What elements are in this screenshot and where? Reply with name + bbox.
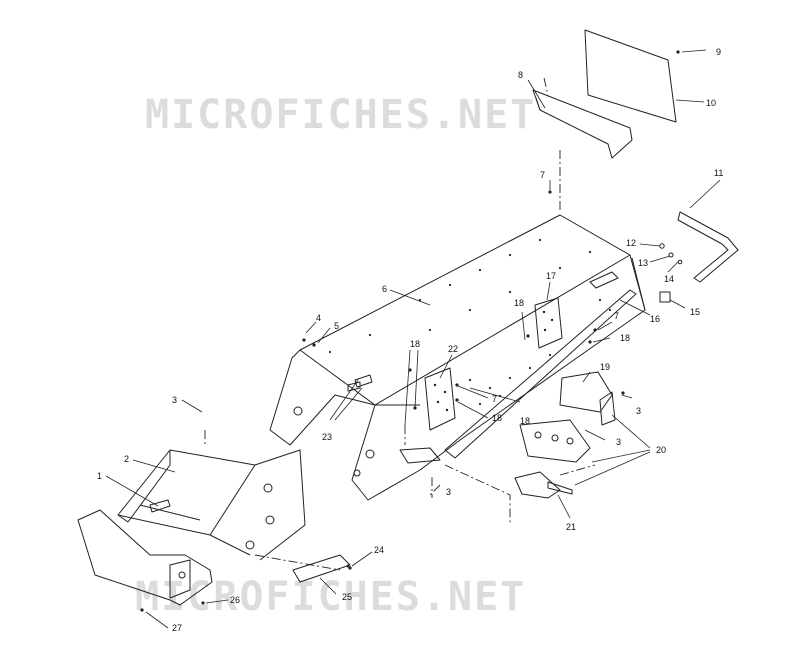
part-tunnel (269, 214, 646, 501)
callout-22: 22 (448, 344, 458, 354)
callout-10: 10 (706, 98, 716, 108)
part-housing-20 (519, 419, 591, 463)
callout-23: 23 (322, 432, 332, 442)
callout-5: 5 (334, 321, 339, 331)
callout-18-right: 18 (620, 333, 630, 343)
part-flap (584, 29, 680, 123)
callout-18-left: 18 (410, 339, 420, 349)
callout-8: 8 (518, 70, 523, 80)
part-clamp-21 (514, 471, 573, 499)
callout-24: 24 (374, 545, 384, 555)
callout-25: 25 (342, 592, 352, 602)
callout-15: 15 (690, 307, 700, 317)
part-bumper (677, 211, 739, 283)
part-front-frame (117, 449, 306, 561)
callout-2: 2 (124, 454, 129, 464)
callout-7-mid: 7 (492, 394, 497, 404)
part-ski-mount (77, 509, 213, 606)
callout-18-mid: 18 (492, 413, 502, 423)
callout-1: 1 (97, 471, 102, 481)
callout-4: 4 (316, 313, 321, 323)
callout-6: 6 (382, 284, 387, 294)
watermark-top: MICROFICHES.NET (145, 92, 536, 138)
callout-3-lower: 3 (446, 487, 451, 497)
callout-26: 26 (230, 595, 240, 605)
part-bushing (659, 291, 671, 303)
assembly-line-front (254, 554, 341, 571)
callout-18-lower: 18 (520, 416, 530, 426)
callout-12: 12 (626, 238, 636, 248)
callout-7-top: 7 (540, 170, 545, 180)
callout-19: 19 (600, 362, 610, 372)
part-front-bracket (149, 499, 171, 513)
part-housing-19 (559, 371, 616, 426)
callout-18-upper: 18 (514, 298, 524, 308)
callout-7-right: 7 (614, 311, 619, 321)
part-plate-22 (424, 367, 456, 431)
callout-3-front: 3 (172, 395, 177, 405)
callout-labels: 1 2 3 4 5 6 7 8 9 10 11 12 13 14 15 16 1… (97, 47, 723, 633)
callout-3-mid: 3 (616, 437, 621, 447)
callout-21: 21 (566, 522, 576, 532)
callout-11: 11 (714, 168, 723, 178)
callout-3-right: 3 (636, 406, 641, 416)
callout-9: 9 (716, 47, 721, 57)
part-bar-25 (292, 554, 351, 583)
callout-14: 14 (664, 274, 674, 284)
hardware-fasteners (140, 190, 625, 612)
part-flap-bracket (532, 77, 633, 159)
watermark-bottom: MICROFICHES.NET (135, 574, 526, 620)
part-plate-17 (534, 297, 563, 349)
leader-lines (105, 49, 721, 629)
callout-13: 13 (638, 258, 648, 268)
callout-17: 17 (546, 271, 556, 281)
part-hardware-12-13-14 (659, 243, 683, 265)
part-rail (444, 289, 637, 459)
callout-16: 16 (650, 314, 660, 324)
callout-27: 27 (172, 623, 182, 633)
callout-20: 20 (656, 445, 666, 455)
hidden-lines-rear (429, 464, 596, 525)
